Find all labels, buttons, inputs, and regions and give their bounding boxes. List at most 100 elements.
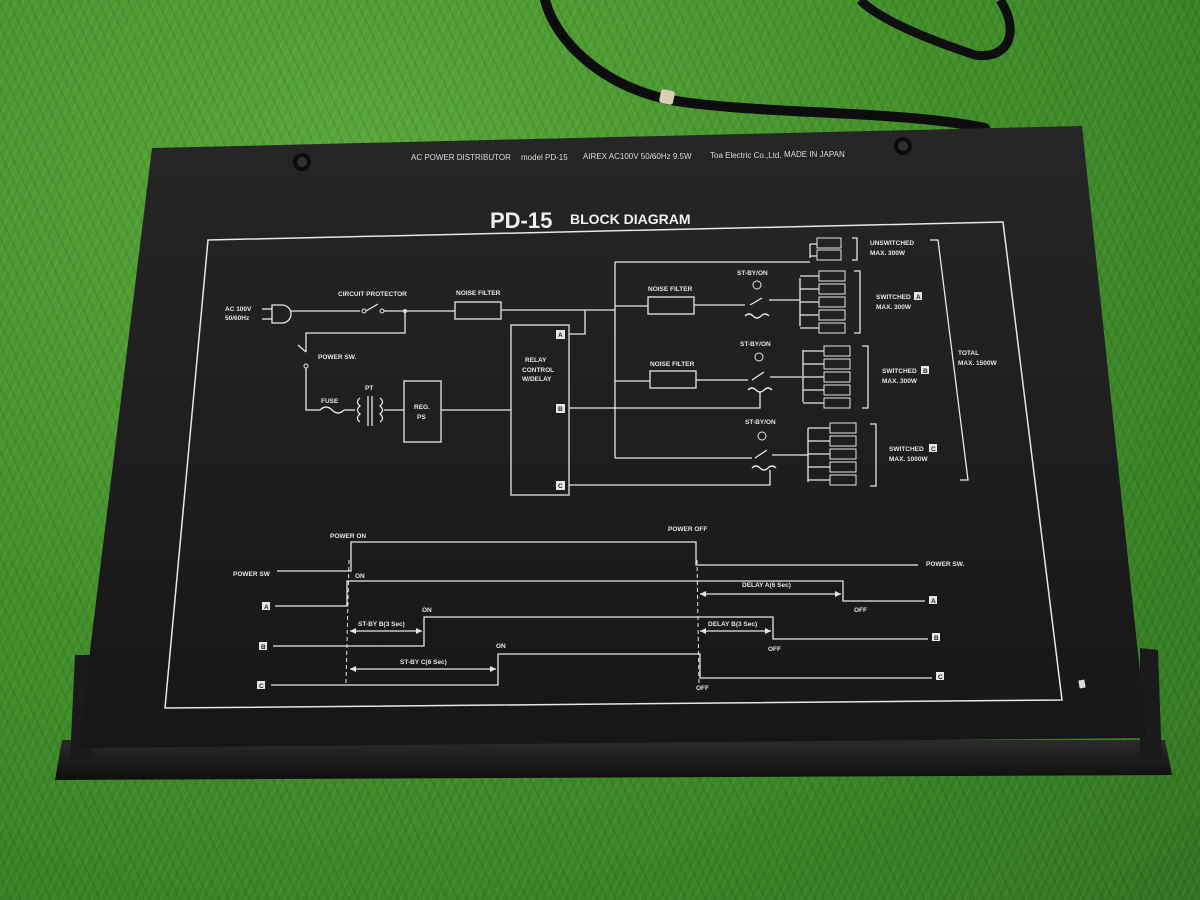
relay-port-a-label: A [558, 332, 563, 339]
bracket-switched-b [862, 345, 869, 409]
power-switch-label: POWER SW. [318, 354, 356, 361]
fuse-label: FUSE [321, 398, 339, 405]
off-b-label: OFF [768, 646, 781, 653]
switched-b-badge [921, 366, 929, 374]
transformer-icon [356, 396, 384, 426]
trace-b-badge [259, 642, 267, 650]
unswitched-max: MAX. 300W [870, 250, 906, 257]
relay-port-b [556, 404, 565, 413]
trace-c-end-badge [936, 672, 944, 680]
trace-a [275, 580, 925, 607]
power-sw-left-label: POWER SW [233, 571, 271, 578]
trace-b-end-label: B [934, 635, 939, 642]
diagram-title-model: PD-15 [490, 208, 552, 233]
delay-b-label: DELAY B(3 Sec) [708, 621, 757, 628]
block-diagram: AC 100V 50/60Hz CIRCUIT PROTECTOR NOISE … [225, 237, 998, 496]
power-cord [540, 0, 990, 133]
switched-c-label: SWITCHED [889, 446, 924, 453]
on-b-label: ON [496, 643, 506, 650]
outlets-switched-c [807, 422, 857, 486]
cord-tape [659, 89, 675, 105]
arrow-delay-b [700, 628, 771, 634]
circuit-protector-icon [361, 303, 385, 314]
standby-b-label: ST-BY/ON [740, 341, 771, 348]
total-label: TOTAL [958, 350, 979, 357]
outlets-switched-b [802, 345, 851, 409]
ac-input-label-1: AC 100V [225, 306, 252, 313]
standby-relay-c-icon [751, 431, 808, 471]
header-model: model PD-15 [521, 153, 568, 162]
switched-a-label: SWITCHED [876, 294, 911, 301]
trace-b-end-badge [932, 633, 940, 641]
header-rating: AIREX AC100V 50/60Hz 9.5W [583, 152, 692, 161]
total-max: MAX. 1500W [958, 360, 998, 367]
off-label: OFF [696, 685, 709, 692]
relay-label-3: W/DELAY [522, 376, 552, 383]
standby-c-label: ST-BY/ON [745, 419, 776, 426]
relay-port-a [556, 330, 565, 339]
device-panel [78, 126, 1147, 748]
switched-b-label: SWITCHED [882, 368, 917, 375]
diagram-title-subtitle: BLOCK DIAGRAM [570, 211, 691, 227]
trace-c-end-label: C [938, 674, 943, 681]
header-origin: MADE IN JAPAN [784, 150, 845, 159]
reg-ps-label-1: REG. [414, 404, 430, 411]
switched-a-badge [914, 292, 922, 300]
relay-label-2: CONTROL [522, 367, 554, 374]
ac-input-label-2: 50/60Hz [225, 315, 250, 322]
bracket-switched-c [870, 423, 877, 487]
bracket-switched-a [854, 270, 861, 334]
trace-a-badge-label: A [264, 604, 269, 611]
fuse-icon [319, 406, 345, 414]
bracket-unswitched [852, 237, 858, 261]
power-off-label: POWER OFF [668, 526, 707, 533]
switched-c-max: MAX. 1000W [889, 456, 929, 463]
reg-ps-box [403, 380, 442, 443]
pt-label: PT [365, 385, 373, 392]
unswitched-label: UNSWITCHED [870, 240, 914, 247]
diagram-frame [164, 221, 1063, 709]
trace-power-sw [277, 541, 918, 572]
standby-relay-a-icon [744, 280, 800, 319]
noise-filter-b-label: NOISE FILTER [650, 361, 695, 368]
switched-c-badge-label: C [931, 446, 936, 453]
standby-b-timing-label: ST-BY B(3 Sec) [358, 621, 405, 628]
trace-c [271, 653, 932, 686]
outlets-unswitched [809, 237, 842, 261]
switched-c-badge [929, 444, 937, 452]
reg-ps-label-2: PS [417, 414, 426, 421]
relay-port-c [556, 481, 565, 490]
circuit-protector-label: CIRCUIT PROTECTOR [338, 291, 407, 298]
delay-a-label: DELAY A(6 Sec) [742, 582, 791, 589]
power-sw-right-label: POWER SW. [926, 561, 964, 568]
arrow-standby-c [350, 666, 496, 672]
standby-c-timing-label: ST-BY C(6 Sec) [400, 659, 447, 666]
arrow-standby-b [350, 628, 422, 634]
relay-control-box [510, 324, 570, 496]
switched-a-badge-label: A [916, 294, 921, 301]
screw-right [894, 137, 912, 155]
noise-filter-a-label: NOISE FILTER [648, 286, 693, 293]
trace-c-badge [257, 681, 265, 689]
trace-c-badge-label: C [259, 683, 264, 690]
outlets-switched-a [799, 270, 846, 334]
power-cord-loop [856, 0, 1015, 61]
trace-a-end-badge [929, 596, 937, 604]
on-a-label: ON [422, 607, 432, 614]
trace-b-badge-label: B [261, 644, 266, 651]
standby-relay-b-icon [747, 352, 802, 393]
trace-a-end-label: A [931, 598, 936, 605]
switched-b-max: MAX. 300W [882, 378, 918, 385]
switched-b-badge-label: B [923, 368, 928, 375]
ac-plug-icon [262, 304, 292, 324]
off-a-label: OFF [854, 607, 867, 614]
relay-port-c-label: C [558, 483, 563, 490]
on-label: ON [355, 573, 365, 580]
screw-left [293, 153, 311, 171]
relay-label-1: RELAY [525, 357, 547, 364]
arrow-delay-a [700, 591, 841, 597]
trace-b [273, 616, 928, 647]
switched-a-max: MAX. 300W [876, 304, 912, 311]
power-on-label: POWER ON [330, 533, 366, 540]
